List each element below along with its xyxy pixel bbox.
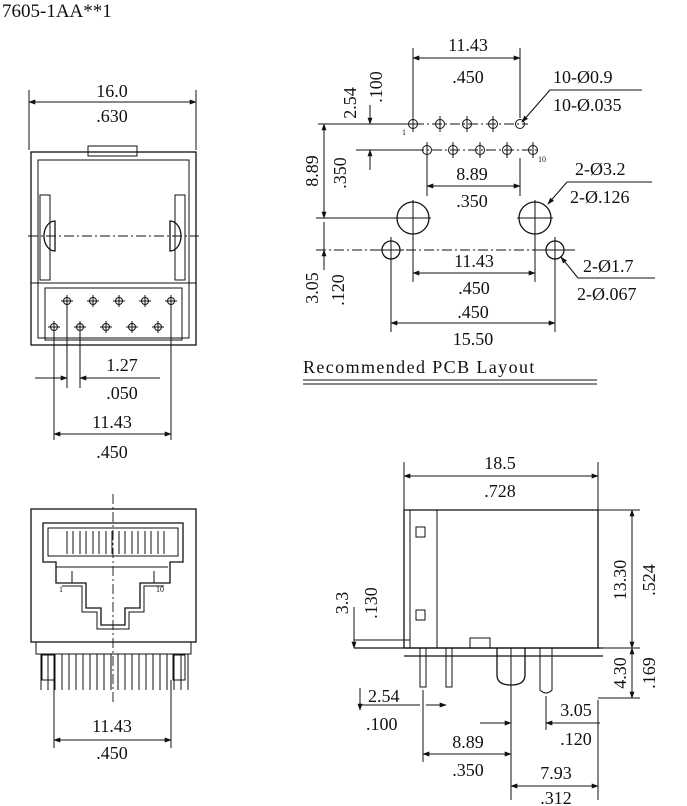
pcb-boss-offset-mm: 3.05 xyxy=(302,272,322,304)
top-span-in: .450 xyxy=(96,442,128,462)
pcb-boss-offset-in: .120 xyxy=(328,274,348,306)
pcb-boss-span-mm: 11.43 xyxy=(454,251,494,271)
part-number: 7605-1AA**1 xyxy=(2,1,112,22)
pcb-big-hole-mm: 2-Ø3.2 xyxy=(575,159,626,179)
front-span-in: .450 xyxy=(96,743,128,763)
pcb-row-offset-in: .100 xyxy=(366,71,386,103)
top-pitch-in: .050 xyxy=(106,383,138,403)
pcb-pin-holes xyxy=(408,116,538,158)
front-pin-1: 1 xyxy=(59,585,63,594)
top-view: 16.0 .630 1.27 .050 11.43 xyxy=(28,81,199,462)
side-overall-mm: 7.93 xyxy=(540,763,572,783)
top-pins xyxy=(48,295,177,333)
pcb-pitch-mm: 11.43 xyxy=(448,35,488,55)
front-view: 1 10 11.43 .450 xyxy=(30,494,197,763)
side-height-mm: 13.30 xyxy=(610,560,630,601)
pcb-layout: 11.43 .450 10-Ø0.9 10-Ø.035 2.54 .100 8.… xyxy=(302,35,655,385)
side-pin-len-mm: 4.30 xyxy=(610,657,630,689)
pcb-layout-caption: Recommended PCB Layout xyxy=(303,357,536,377)
side-span-mm: 8.89 xyxy=(452,732,484,752)
pcb-pin-10: 10 xyxy=(538,155,546,164)
side-boss-in: .120 xyxy=(560,729,592,749)
front-leads xyxy=(40,654,189,690)
side-offset-in: .130 xyxy=(361,587,381,619)
side-span-in: .350 xyxy=(452,760,484,780)
pcb-row-span-in: .350 xyxy=(330,157,350,189)
pcb-pin-1: 1 xyxy=(402,128,406,137)
side-overall-in: .312 xyxy=(540,788,572,806)
pcb-row-span-mm: 8.89 xyxy=(302,155,322,187)
pcb-hole-mm: 10-Ø0.9 xyxy=(553,67,613,87)
front-span-mm: 11.43 xyxy=(92,716,132,736)
top-width-in: .630 xyxy=(96,106,128,126)
pcb-hole-in: 10-Ø.035 xyxy=(553,95,622,115)
pcb-small-hole-in: 2-Ø.067 xyxy=(577,284,637,304)
side-pitch-mm: 2.54 xyxy=(368,686,400,706)
top-span-mm: 11.43 xyxy=(92,412,132,432)
pcb-pitch-in: .450 xyxy=(452,67,484,87)
pcb-row-offset-mm: 2.54 xyxy=(340,87,360,119)
pcb-big-hole-in: 2-Ø.126 xyxy=(570,187,630,207)
side-length-mm: 18.5 xyxy=(484,453,516,473)
side-length-in: .728 xyxy=(484,481,516,501)
side-offset-mm: 3.3 xyxy=(332,592,352,615)
pcb-inner-span-in: .350 xyxy=(456,191,488,211)
top-pitch-mm: 1.27 xyxy=(106,355,138,375)
top-width-mm: 16.0 xyxy=(96,81,128,101)
pcb-overall-mm: 15.50 xyxy=(453,329,494,349)
side-pin-len-in: .169 xyxy=(639,657,659,689)
side-view: 18.5 .728 13.30 .524 3.3 .130 4.30 .1 xyxy=(332,453,659,806)
pcb-boss-span-in: .450 xyxy=(458,278,490,298)
side-pitch-in: .100 xyxy=(366,714,398,734)
pcb-small-hole-mm: 2-Ø1.7 xyxy=(583,256,634,276)
front-pin-10: 10 xyxy=(156,585,164,594)
side-height-in: .524 xyxy=(639,564,659,596)
pcb-overall-in: .450 xyxy=(457,302,489,322)
front-contacts xyxy=(66,531,165,554)
pcb-inner-span-mm: 8.89 xyxy=(456,164,488,184)
side-boss-mm: 3.05 xyxy=(560,700,592,720)
